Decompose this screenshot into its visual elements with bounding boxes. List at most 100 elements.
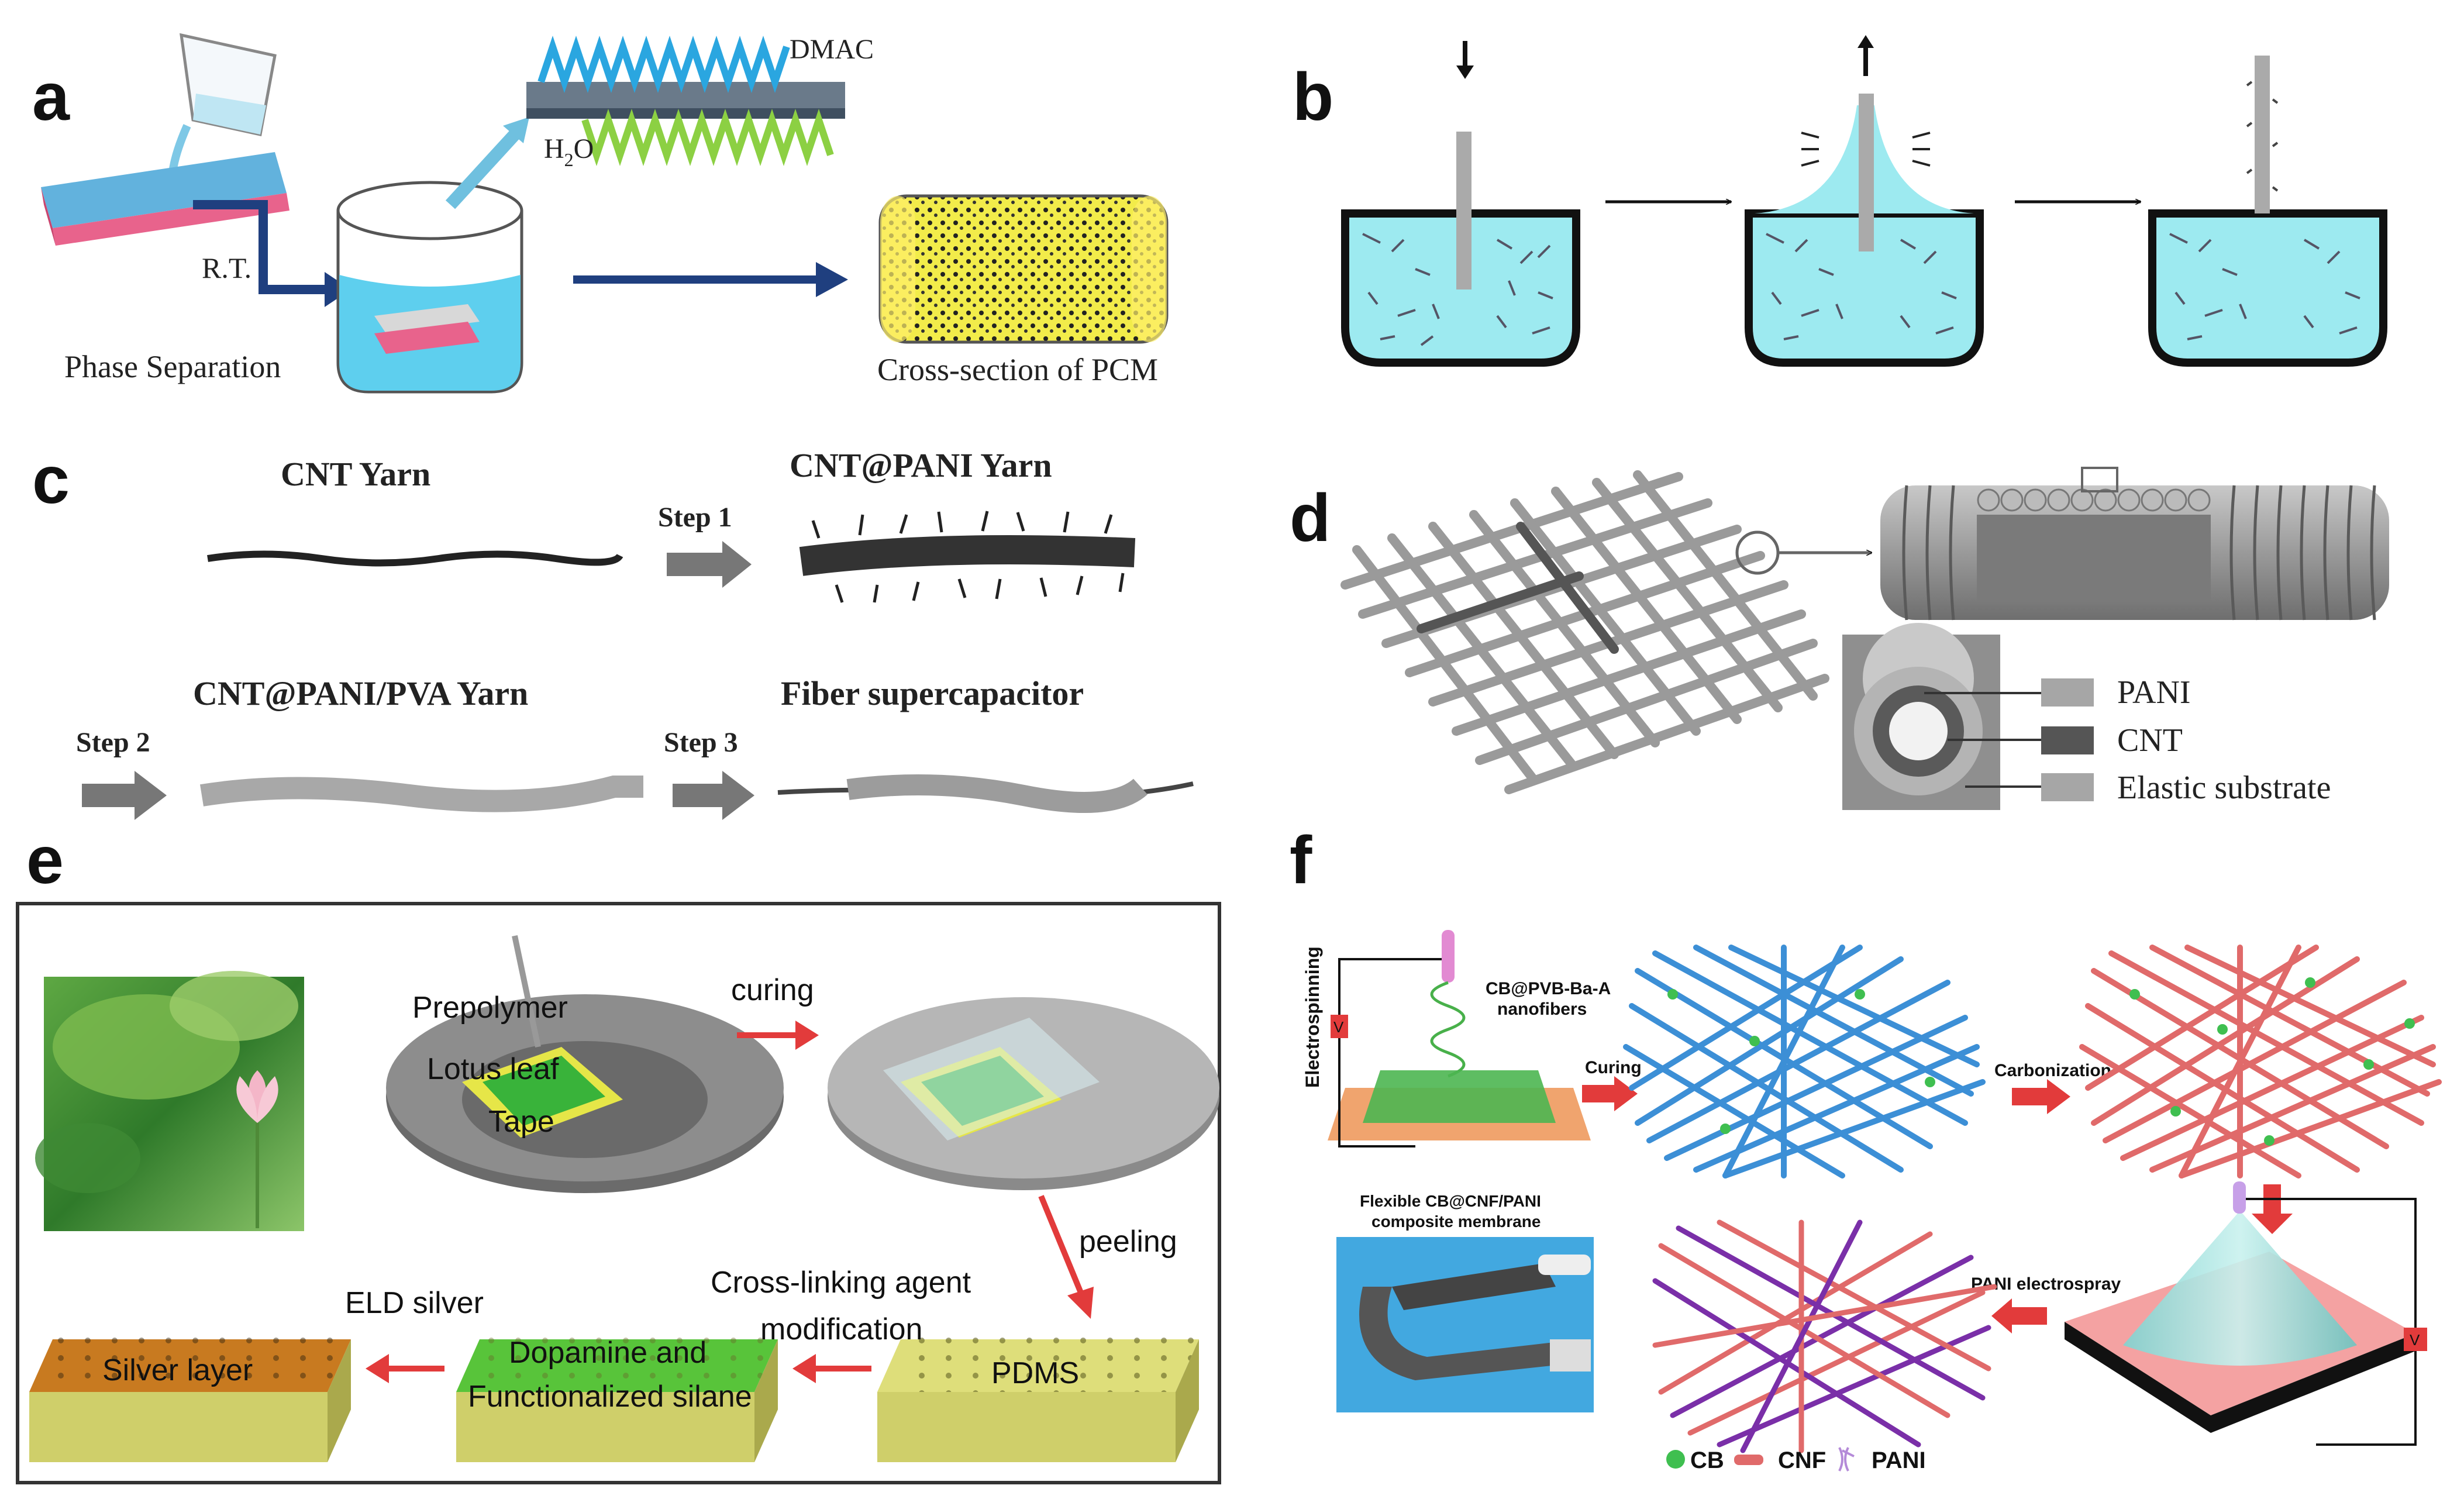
panel-d: d: [1290, 467, 2389, 810]
eld-arrowhead: [366, 1354, 389, 1383]
panel-a-label: a: [32, 60, 70, 135]
flexible-label-1: Flexible CB@CNF/PANI: [1360, 1192, 1541, 1210]
carbonization-arrow: [2012, 1079, 2070, 1114]
panel-a: a R.T. Phase Separation: [32, 33, 1169, 394]
silver-block-icon: [29, 1331, 351, 1462]
dip-stage-1-icon: [1341, 41, 1580, 367]
prepolymer-label: Prepolymer: [412, 991, 568, 1025]
legend-cb-marker: [1666, 1450, 1685, 1469]
panel-d-label: d: [1290, 481, 1331, 556]
electrospray-cone-icon: V: [2065, 1181, 2427, 1446]
cb-particles: [1667, 977, 2415, 1146]
silver-layer-label: Silver layer: [102, 1353, 253, 1387]
legend-cnf-label: CNF: [1778, 1448, 1826, 1473]
panel-b: b: [1293, 35, 2387, 367]
step2-label: Step 2: [76, 727, 150, 758]
rt-label: R.T.: [202, 251, 251, 284]
cnt-swatch: [2041, 726, 2094, 754]
down-arrow-f: [2252, 1184, 2293, 1234]
panel-c: c CNT Yarn Step 1 CNT@PANI Yarn CNT@PANI…: [32, 443, 1194, 820]
h2o-label: H2O: [544, 133, 594, 170]
dopamine-label-1: Dopamine and: [509, 1336, 707, 1370]
cnt-yarn-label: CNT Yarn: [281, 455, 430, 493]
panel-f-label: f: [1290, 823, 1312, 898]
phase-separation-label: Phase Separation: [64, 349, 281, 384]
coiled-fiber-icon: [1880, 467, 2389, 621]
fiber-cross-section-icon: [1842, 623, 2041, 810]
cnt-pani-pva-yarn-label: CNT@PANI/PVA Yarn: [193, 674, 528, 712]
cnt-yarn-icon: [207, 550, 623, 567]
red-carbon-fiber-network-icon: [2079, 945, 2442, 1178]
electrospinning-label: Electrospinning: [1302, 946, 1323, 1088]
casting-slab-icon: [41, 152, 290, 246]
petri-dish-2-icon: [828, 997, 1219, 1190]
elastic-substrate-label: Elastic substrate: [2117, 770, 2331, 806]
panel-f: f V Electrospinning CB@PVB-Ba-A nanofibe…: [1290, 823, 2442, 1473]
pcm-arrowhead: [816, 262, 848, 297]
membrane-exchange-icon: [526, 36, 845, 166]
cnt-label: CNT: [2117, 722, 2183, 759]
fiber-supercapacitor-icon: [777, 774, 1194, 813]
flexible-label-2: composite membrane: [1371, 1212, 1541, 1231]
cross-section-label: Cross-section of PCM: [877, 352, 1158, 387]
pani-swatch: [2041, 678, 2094, 707]
peeling-arrowhead: [1067, 1287, 1094, 1319]
pcm-cross-section-icon: [878, 194, 1169, 344]
rt-arrow: [193, 200, 328, 294]
legend-pani-marker: [1838, 1447, 1855, 1472]
panel-c-label: c: [32, 443, 70, 518]
curing-f-arrow: [1582, 1076, 1638, 1111]
tape-label: Tape: [488, 1105, 554, 1139]
curing-label: curing: [731, 973, 814, 1007]
pouring-beaker-icon: [167, 33, 277, 194]
legend-pani-label: PANI: [1872, 1448, 1926, 1473]
dopamine-block-icon: [456, 1331, 778, 1462]
crosslink-label-2: modification: [760, 1312, 922, 1346]
dopamine-label-2: Functionalized silane: [468, 1380, 752, 1414]
carbonization-label: Carbonization: [1994, 1061, 2111, 1080]
dip-stage-3-icon: [2148, 56, 2387, 367]
crosslink-label-1: Cross-linking agent: [711, 1266, 971, 1300]
crosslink-arrowhead: [792, 1354, 816, 1383]
pani-label: PANI: [2117, 674, 2191, 711]
flexible-membrane-photo-icon: [1336, 1237, 1594, 1412]
lotus-leaf-label: Lotus leaf: [427, 1052, 559, 1086]
step1-label: Step 1: [658, 502, 732, 533]
panel-b-label: b: [1293, 60, 1333, 135]
legend-cb-label: CB: [1690, 1448, 1724, 1473]
panel-e: e Prepolymer Lotus leaf Tape curing: [16, 823, 1221, 1484]
blue-nanofiber-network-icon: [1623, 945, 1986, 1178]
step3-arrow: [673, 771, 754, 820]
pdms-block-icon: [877, 1328, 1199, 1462]
dip-stage-2-icon: [1745, 35, 1984, 367]
panel-e-label: e: [26, 823, 64, 898]
cb-pvb-label-1: CB@PVB-Ba-A: [1486, 979, 1611, 998]
composite-fiber-network-icon: [1652, 1219, 1997, 1453]
cnt-pani-yarn-icon: [799, 511, 1136, 603]
woven-mesh-icon: [1340, 470, 1829, 794]
step1-arrow: [667, 541, 752, 588]
eld-silver-label: ELD silver: [345, 1286, 484, 1320]
fiber-supercapacitor-label: Fiber supercapacitor: [781, 674, 1084, 712]
legend-cnf-marker: [1734, 1455, 1763, 1465]
dmac-label: DMAC: [790, 34, 874, 65]
elastic-swatch: [2041, 773, 2094, 801]
curing-f-label: Curing: [1585, 1058, 1642, 1077]
cnt-pani-yarn-label: CNT@PANI Yarn: [790, 446, 1052, 484]
peeling-label: peeling: [1079, 1225, 1177, 1259]
curing-arrowhead: [795, 1021, 819, 1050]
step2-arrow: [82, 771, 167, 820]
coagulation-bath-icon: [336, 117, 529, 394]
step3-label: Step 3: [664, 727, 738, 758]
lotus-photo-icon: [35, 971, 304, 1231]
peeling-arrow: [1038, 1195, 1085, 1297]
pdms-label: PDMS: [991, 1356, 1079, 1390]
electrospinning-setup-icon: V: [1328, 930, 1591, 1147]
petri-dish-1-icon: [386, 935, 784, 1193]
cb-pvb-label-2: nanofibers: [1497, 1000, 1587, 1019]
voltage-label-1: V: [1333, 1018, 1344, 1036]
pani-electrospray-label: PANI electrospray: [1971, 1274, 2121, 1294]
cnt-pani-pva-yarn-icon: [199, 776, 643, 812]
electrospray-arrow: [1991, 1298, 2047, 1333]
